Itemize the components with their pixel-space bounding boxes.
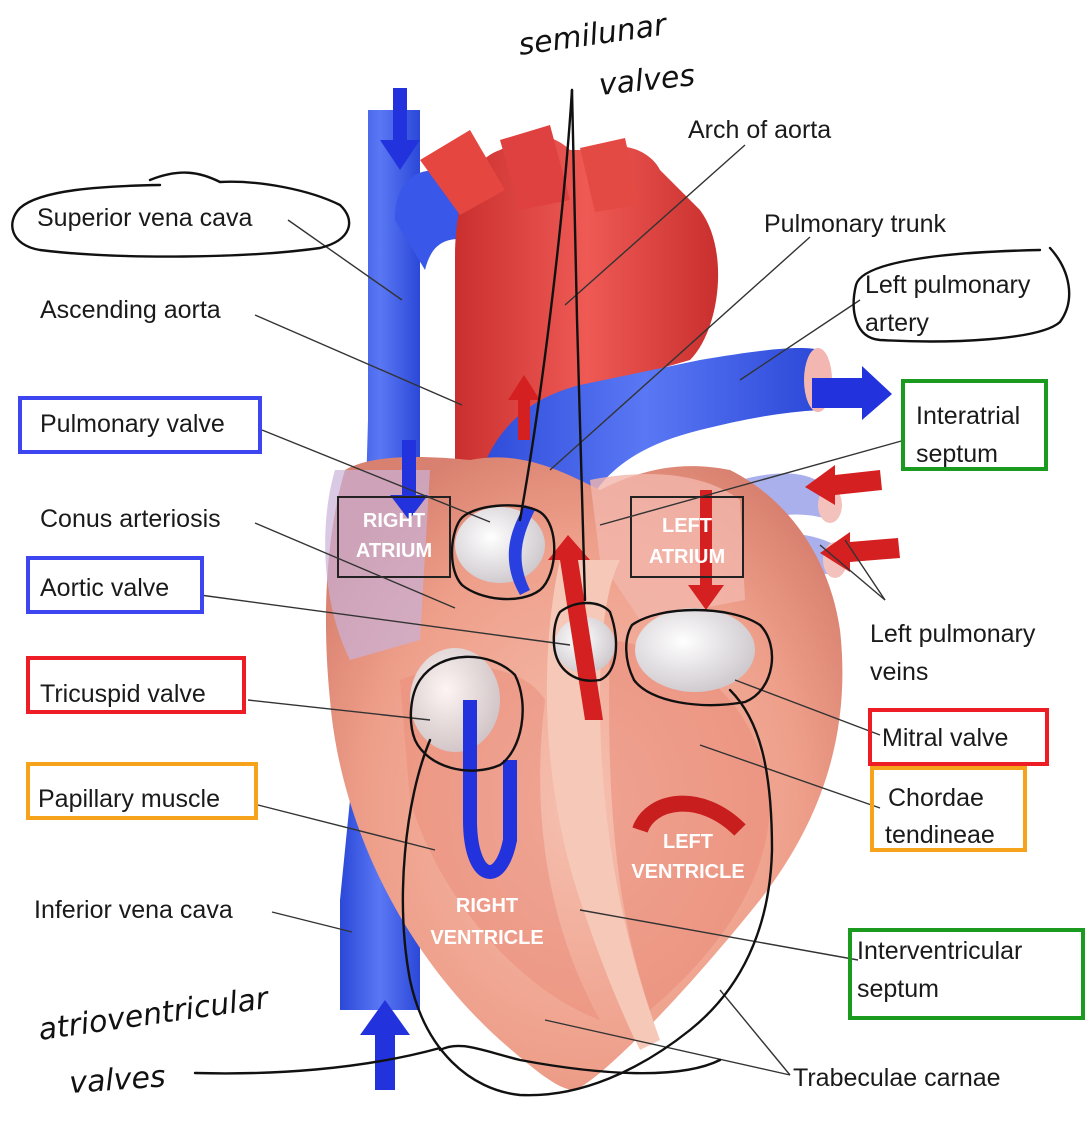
left-ventricle-text-1: LEFT [663, 831, 713, 853]
right-atrium-text-1: RIGHT [363, 510, 425, 532]
label-ascending-aorta: Ascending aorta [40, 296, 221, 324]
ink-loop-ventricles [401, 688, 774, 1097]
arrow-pv-upper [805, 465, 882, 505]
hand-atrioventricular-2: valves [68, 1059, 167, 1101]
ink-loop-svc [11, 171, 351, 258]
tricuspid-valve-shape [410, 648, 500, 752]
hand-semilunar-2: valves [597, 58, 696, 103]
aortic-branch-3 [580, 138, 640, 212]
arrow-svc-down [380, 88, 420, 170]
label-tricuspid-valve: Tricuspid valve [40, 680, 206, 708]
label-trabeculae-carnae: Trabeculae carnae [793, 1064, 1001, 1092]
label-left-pulmonary-artery-2: artery [865, 309, 929, 337]
mitral-valve-box [868, 708, 1049, 766]
label-interventricular-septum-1: Interventricular [857, 937, 1022, 965]
ink-loop-lpa [852, 246, 1071, 343]
left-ventricle-text-2: VENTRICLE [631, 861, 744, 883]
left-atrium-box [630, 496, 744, 578]
left-atrium-text-2: ATRIUM [649, 546, 725, 568]
arrow-rv-up [508, 505, 535, 595]
aortic-valve-box [26, 556, 204, 614]
label-chordae-tendineae-1: Chordae [888, 784, 984, 812]
label-aortic-valve: Aortic valve [40, 574, 169, 602]
left-ventricle-area [609, 640, 770, 1010]
label-interatrial-septum-1: Interatrial [916, 402, 1020, 430]
arrow-aorta-up [508, 375, 540, 440]
label-left-pulmonary-artery-1: Left pulmonary [865, 271, 1031, 299]
label-pulmonary-trunk: Pulmonary trunk [764, 210, 947, 238]
leader-lines [199, 144, 906, 1076]
pulmonary-valve-box [18, 396, 262, 454]
ink-semilunar-line-1 [518, 88, 574, 522]
ink-circle-pulmonary-valve [450, 504, 556, 601]
right-ventricle-text-1: RIGHT [456, 895, 518, 917]
label-left-pulmonary-veins-1: Left pulmonary [870, 620, 1036, 648]
right-ventricle-text-2: VENTRICLE [430, 927, 543, 949]
label-pulmonary-valve: Pulmonary valve [40, 410, 225, 438]
label-papillary-muscle: Papillary muscle [38, 785, 220, 813]
label-superior-vena-cava: Superior vena cava [37, 204, 253, 232]
arrow-ra-down [390, 440, 428, 520]
hand-semilunar-1: semilunar [516, 7, 670, 63]
right-ventricle-area [400, 666, 600, 1020]
label-mitral-valve: Mitral valve [882, 724, 1008, 752]
label-conus-arteriosis: Conus arteriosis [40, 505, 221, 533]
ink-circle-tricuspid [409, 655, 524, 772]
papillary-muscle-box [26, 762, 258, 820]
interventricular-septum-box [848, 928, 1085, 1020]
hand-atrioventricular-1: atrioventricular [36, 981, 272, 1048]
label-arch-of-aorta: Arch of aorta [688, 116, 831, 144]
right-atrium-text-2: ATRIUM [356, 540, 432, 562]
mitral-valve-shape [635, 608, 755, 692]
arrow-rv-loop [463, 700, 517, 879]
aortic-branch-1 [420, 130, 505, 215]
ink-circle-aortic-valve [552, 601, 618, 682]
ink-atrio-pointer [193, 1046, 442, 1075]
label-interatrial-septum-2: septum [916, 440, 998, 468]
arrow-la-down [688, 490, 724, 610]
ink-circle-mitral [625, 608, 774, 707]
arrow-lv-up [548, 535, 603, 720]
pulmonary-valve-shape [455, 507, 545, 583]
septum [546, 560, 660, 1050]
left-atrium-text-1: LEFT [662, 515, 712, 537]
handwritten-ink [11, 88, 1071, 1097]
chordae-tendineae-box [870, 766, 1027, 852]
right-atrium-area [325, 470, 430, 660]
ink-semilunar-line-2 [570, 88, 587, 602]
label-left-pulmonary-veins-2: veins [870, 658, 928, 686]
interatrial-septum-box [901, 379, 1048, 471]
label-inferior-vena-cava: Inferior vena cava [34, 896, 233, 924]
arrow-lv-curve [632, 795, 746, 836]
label-interventricular-septum-2: septum [857, 975, 939, 1003]
ink-loop-ventricles-tail [438, 1044, 722, 1075]
arrow-ivc-up [360, 1000, 410, 1090]
right-atrium-box [337, 496, 451, 578]
aortic-branch-2 [500, 125, 570, 210]
label-chordae-tendineae-2: tendineae [885, 821, 995, 849]
arrow-pulmonary-out [812, 366, 892, 420]
tricuspid-valve-box [26, 656, 246, 714]
